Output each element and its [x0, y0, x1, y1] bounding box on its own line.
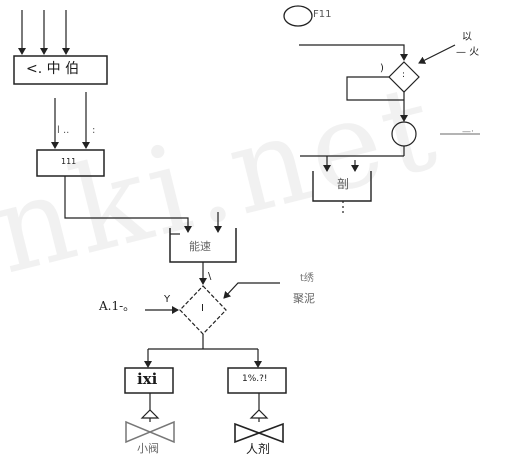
connector-c — [64, 176, 192, 233]
process-circle-right — [391, 121, 417, 147]
box-top-left-label: <. 中 伯 — [26, 61, 80, 77]
valve-right-body — [234, 422, 284, 444]
valve-right-head — [249, 409, 269, 419]
side-note-line1: t绣 — [300, 273, 314, 284]
between-label-2: : — [92, 125, 96, 136]
decision-left-label: I — [201, 303, 204, 314]
valve-right-label: 人剂 — [246, 442, 271, 456]
rf-line-1 — [299, 44, 408, 61]
box-wide-label: 能速 — [189, 240, 211, 253]
start-label: F11 — [313, 9, 332, 20]
start-circle — [283, 5, 313, 27]
box-right — [312, 171, 372, 202]
circle-right-mark: —· — [462, 127, 474, 137]
right-note-line2: — 火 — [456, 47, 480, 58]
valve-left-body — [125, 420, 175, 444]
side-input-line — [223, 282, 280, 299]
box-bottom-left — [124, 367, 174, 394]
right-note-line1: 以 — [462, 32, 472, 43]
valve-left-label: 小阀 — [137, 442, 159, 455]
between-label-1: l .. — [57, 125, 70, 136]
box-bottom-right-label: 1%.?! — [242, 374, 268, 384]
decision-top-mark: \ — [208, 271, 212, 282]
box-right-label: 剖 — [337, 177, 350, 191]
decision-right-label: : — [402, 70, 406, 80]
box-top-left — [13, 55, 108, 85]
box-mid-left — [36, 149, 105, 177]
rf-note-line — [418, 44, 456, 64]
box-bottom-right — [227, 367, 287, 394]
side-note-line2: 聚泥 — [293, 292, 315, 305]
yes-label: Y — [164, 294, 171, 305]
input-label: A.1-。 — [99, 299, 136, 313]
valve-left-head — [140, 409, 160, 419]
rf-loop — [346, 76, 404, 101]
box-bottom-left-label: ixi — [137, 370, 158, 388]
box-mid-left-label: 111 — [61, 157, 77, 166]
decision-right-mark: ) — [380, 63, 384, 74]
